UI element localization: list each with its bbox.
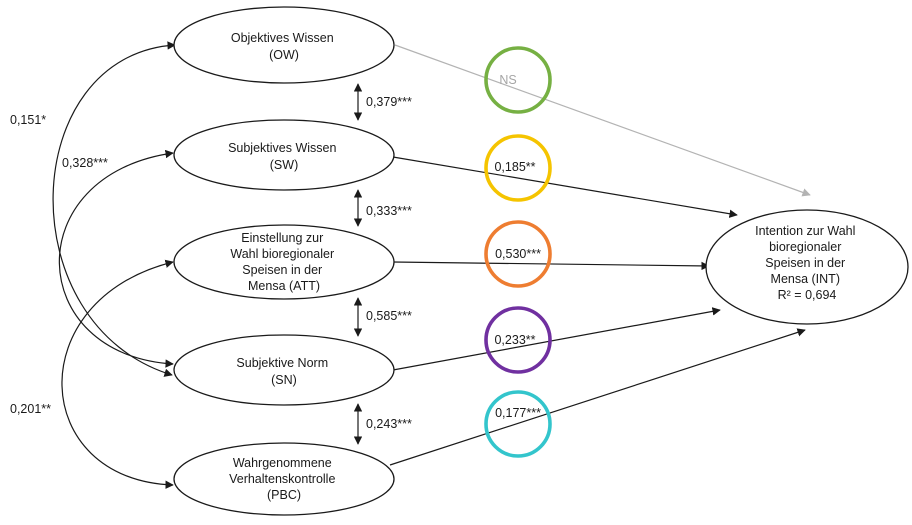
corr-att-pbc-curve xyxy=(61,259,174,489)
path-sw-int-arrow xyxy=(392,156,738,218)
svg-text:Subjektive Norm (SN): Subjektive Norm (SN) xyxy=(236,356,331,387)
node-int: Intention zur Wahl bioregionaler Speisen… xyxy=(705,209,909,325)
node-int-line-3: Speisen in der xyxy=(765,256,845,270)
node-pbc-line-2: Verhaltenskontrolle xyxy=(229,472,335,486)
svg-text:Subjektives Wissen (SW): Subjektives Wissen (SW) xyxy=(228,141,340,172)
path-pbc-int-arrow xyxy=(389,328,806,466)
node-att-line-1: Einstellung zur xyxy=(241,231,323,245)
node-ow: Objektives Wissen (OW) xyxy=(173,6,395,84)
corr-ow-sw-label: 0,379*** xyxy=(366,95,412,109)
corr-sw-att-label: 0,333*** xyxy=(366,204,412,218)
node-int-line-2: bioregionaler xyxy=(769,240,841,254)
corr-ow-sn-label: 0,151* xyxy=(10,113,46,127)
corr-att-sn-label: 0,585*** xyxy=(366,309,412,323)
path-coef-pbc-int: 0,177*** xyxy=(484,390,552,458)
node-int-line-4: Mensa (INT) xyxy=(771,272,840,286)
corr-sw-sn-curve xyxy=(58,149,174,368)
path-sn-int-arrow xyxy=(392,307,721,371)
node-pbc-line-1: Wahrgenommene xyxy=(233,456,332,470)
node-sn: Subjektive Norm (SN) xyxy=(173,334,395,406)
ring-ow xyxy=(484,46,552,114)
node-att-line-2: Wahl bioregionaler xyxy=(230,247,334,261)
path-coef-att-int: 0,530*** xyxy=(484,220,552,288)
node-att-line-3: Speisen in der xyxy=(242,263,322,277)
coef-sn-int-label: 0,233** xyxy=(494,333,535,347)
corr-att-pbc-label: 0,201** xyxy=(10,402,51,416)
node-att-line-4: Mensa (ATT) xyxy=(248,279,320,293)
coef-ow-int-label: NS xyxy=(499,73,516,87)
node-pbc: Wahrgenommene Verhaltenskontrolle (PBC) xyxy=(173,442,395,516)
node-sw: Subjektives Wissen (SW) xyxy=(173,119,395,191)
corr-ow-sn-curve xyxy=(52,41,176,377)
corr-sn-pbc-label: 0,243*** xyxy=(366,417,412,431)
node-sn-line-2: (SN) xyxy=(271,373,297,387)
svg-text:Wahrgenommene Verhaltens: Wahrgenommene Verhaltenskontrolle (PBC) xyxy=(229,456,339,502)
path-coef-sn-int: 0,233** xyxy=(484,306,552,374)
path-coef-sw-int: 0,185** xyxy=(484,134,552,202)
coef-pbc-int-label: 0,177*** xyxy=(495,406,541,420)
node-att: Einstellung zur Wahl bioregionaler Speis… xyxy=(173,224,395,300)
node-sn-line-1: Subjektive Norm xyxy=(236,356,328,370)
coef-sw-int-label: 0,185** xyxy=(494,160,535,174)
path-coef-ow-int: NS xyxy=(484,46,552,114)
svg-text:Objektives Wissen (OW): Objektives Wissen (OW) xyxy=(231,31,337,62)
path-ow-int-arrow xyxy=(394,44,811,197)
node-ow-line-2: (OW) xyxy=(269,48,299,62)
ring-sw xyxy=(484,134,552,202)
node-ow-line-1: Objektives Wissen xyxy=(231,31,334,45)
node-sw-line-2: (SW) xyxy=(270,158,298,172)
ring-pbc xyxy=(484,390,552,458)
node-int-r-squared: R² = 0,694 xyxy=(778,288,837,302)
coef-att-int-label: 0,530*** xyxy=(495,247,541,261)
svg-text:Intention zur Wahl biore: Intention zur Wahl bioregionaler Speisen… xyxy=(755,224,859,302)
ring-sn xyxy=(484,306,552,374)
node-pbc-line-3: (PBC) xyxy=(267,488,301,502)
svg-text:Einstellung zur Wahl bio: Einstellung zur Wahl bioregionaler Speis… xyxy=(230,231,337,293)
corr-sw-sn-label: 0,328*** xyxy=(62,156,108,170)
node-sw-line-1: Subjektives Wissen xyxy=(228,141,336,155)
path-att-int-arrow xyxy=(392,261,710,271)
node-int-line-1: Intention zur Wahl xyxy=(755,224,855,238)
ring-att xyxy=(484,220,552,288)
